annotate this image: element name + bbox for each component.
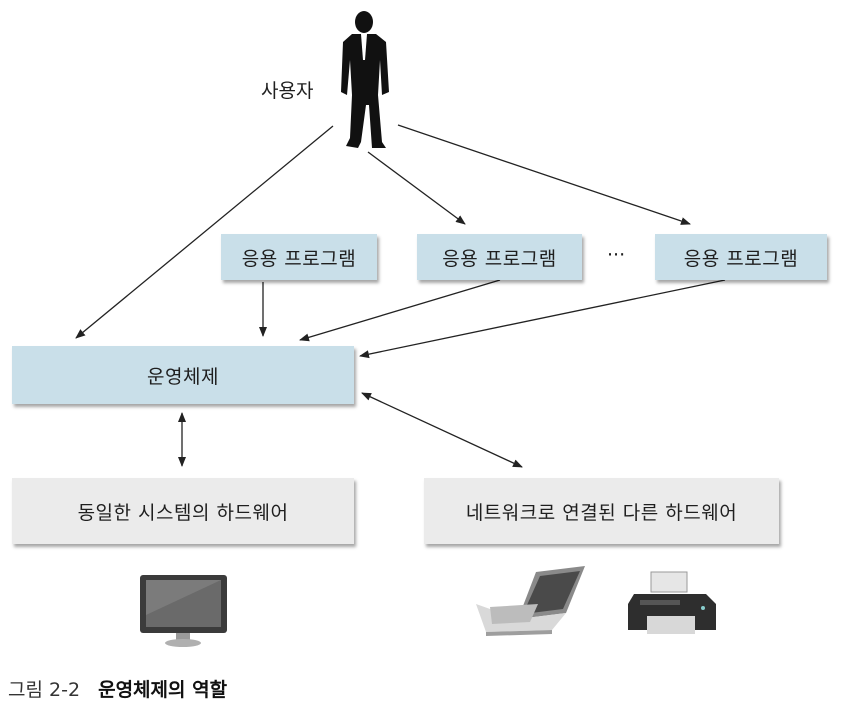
- figure-caption: 그림 2-2 운영체제의 역할: [8, 675, 227, 702]
- laptop-icon: [476, 566, 585, 636]
- local-hardware-box: 동일한 시스템의 하드웨어: [12, 478, 354, 544]
- app-program-box-1: 응용 프로그램: [221, 234, 377, 280]
- arrow-user-to-app3: [397, 124, 691, 225]
- arrow-os-network-hw: [361, 392, 523, 468]
- caption-number: 그림 2-2: [8, 679, 81, 701]
- app-program-box-3: 응용 프로그램: [655, 234, 827, 280]
- user-label: 사용자: [261, 80, 314, 102]
- ellipsis: ···: [607, 244, 626, 266]
- monitor-icon: [140, 575, 227, 647]
- network-hardware-box: 네트워크로 연결된 다른 하드웨어: [424, 478, 779, 544]
- arrow-app2-to-os: [299, 279, 501, 342]
- os-box: 운영체제: [12, 346, 354, 404]
- person-silhouette-icon: [341, 11, 389, 148]
- arrow-user-to-app2: [367, 151, 466, 225]
- arrow-app3-to-os: [359, 279, 726, 359]
- caption-title: 운영체제의 역할: [98, 679, 228, 701]
- app-program-box-2: 응용 프로그램: [417, 234, 582, 280]
- printer-icon: [628, 571, 716, 634]
- arrow-user-to-os: [75, 125, 334, 339]
